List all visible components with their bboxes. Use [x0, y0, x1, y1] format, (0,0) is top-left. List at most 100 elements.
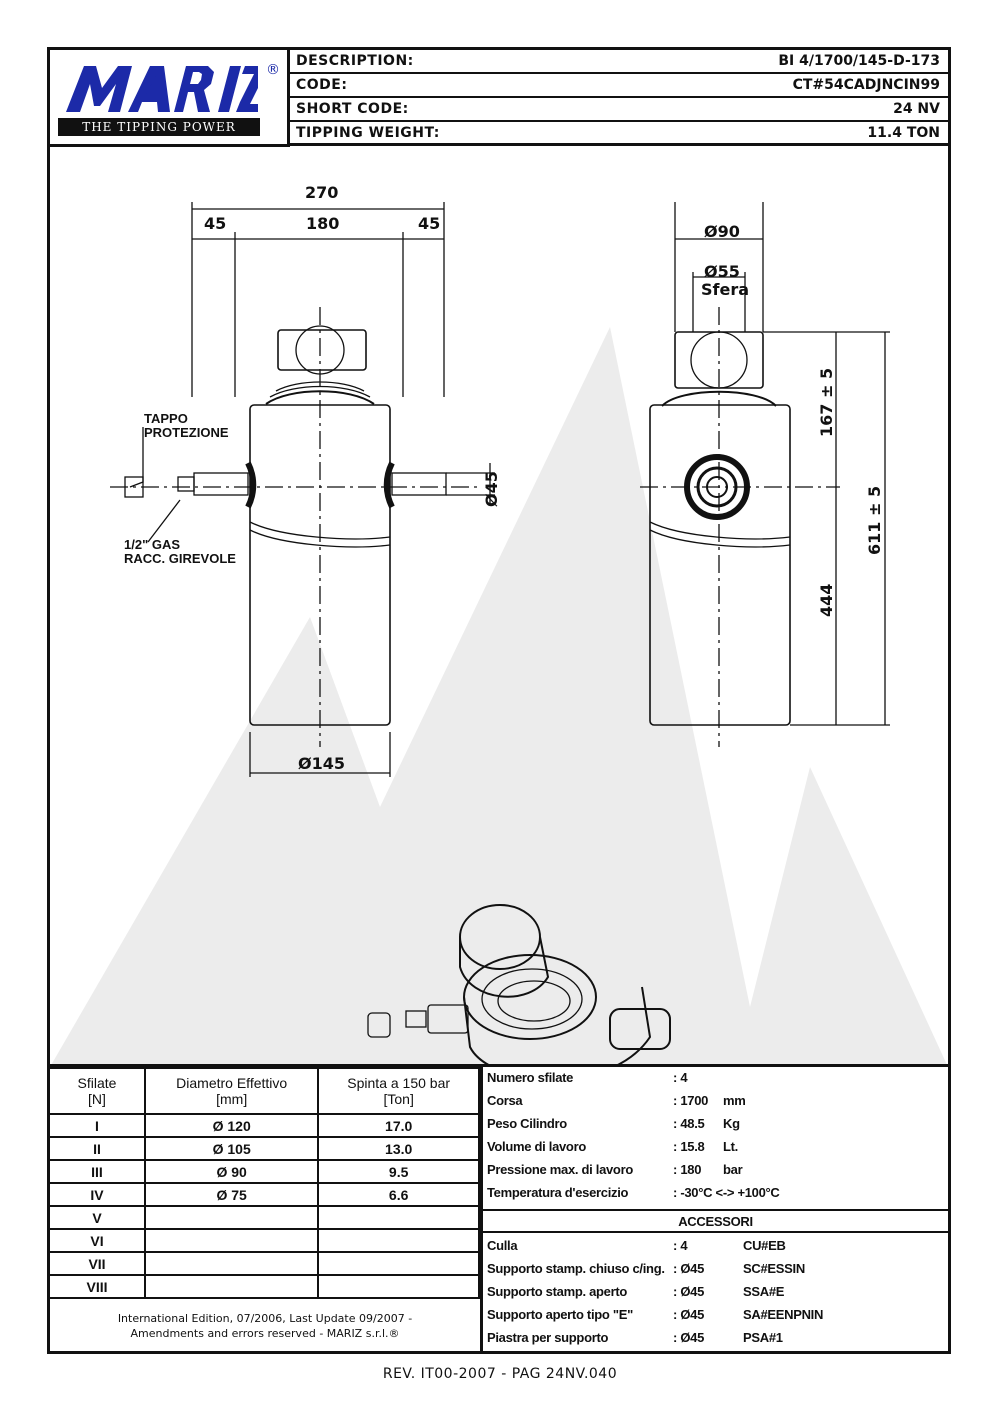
stage-diameter: Ø 105 [143, 1136, 320, 1161]
dim-height-top: 167 ± 5 [817, 368, 836, 437]
dim-right: 45 [418, 214, 440, 233]
dim-width-total: 270 [305, 183, 338, 202]
dim-height-body: 444 [817, 584, 836, 617]
label-gas-2: RACC. GIREVOLE [124, 551, 236, 566]
accessory-key: Supporto aperto tipo "E" [487, 1307, 633, 1322]
label-gas-1: 1/2" GAS [124, 537, 180, 552]
footer-revision: REV. IT00-2007 - PAG 24NV.040 [382, 1366, 618, 1382]
stage-thrust [317, 1251, 480, 1276]
dim-ball-diameter: Ø55 [704, 262, 740, 281]
logo-box: ® THE TIPPING POWER [50, 50, 290, 147]
title-block: DESCRIPTION: BI 4/1700/145-D-173 CODE: C… [290, 50, 948, 147]
spec-key: Peso Cilindro [487, 1116, 567, 1131]
logo-tagline: THE TIPPING POWER [58, 118, 260, 136]
stage-diameter [143, 1228, 320, 1253]
dim-height-total: 611 ± 5 [865, 486, 884, 555]
accessory-row: Culla : 4 CU#EB [483, 1235, 948, 1257]
spec-row: Temperatura d'esercizio : -30°C <-> +100°… [483, 1182, 948, 1204]
watermark-m [50, 327, 948, 1067]
drawing-canvas: 270 45 180 45 Ø145 Ø45 TAPPO PROTEZIONE … [50, 183, 948, 1067]
code-value: CT#54CADJNCIN99 [792, 77, 940, 93]
label-tappo-1: TAPPO [144, 411, 188, 426]
spec-key: Pressione max. di lavoro [487, 1162, 633, 1177]
accessory-row: Supporto aperto tipo "E" : Ø45 SA#EENPNIN [483, 1304, 948, 1326]
spec-value: : 48.5 [673, 1116, 705, 1131]
stage-number: VII [50, 1251, 146, 1276]
accessory-code: SSA#E [743, 1284, 785, 1299]
drawing-sheet: ® THE TIPPING POWER DESCRIPTION: BI 4/17… [47, 47, 951, 1354]
accessory-value: : Ø45 [673, 1284, 705, 1299]
stage-thrust: 17.0 [317, 1113, 480, 1138]
stage-diameter [143, 1205, 320, 1230]
stage-number: V [50, 1205, 146, 1230]
tipping-weight-row: TIPPING WEIGHT: 11.4 TON [290, 122, 948, 146]
accessories-title: ACCESSORI [483, 1209, 948, 1233]
stage-number: II [50, 1136, 146, 1161]
accessory-value: : Ø45 [673, 1330, 705, 1345]
code-label: CODE: [296, 77, 348, 93]
table-row: VI [50, 1228, 480, 1253]
accessory-key: Culla [487, 1238, 518, 1253]
spec-key: Numero sfilate [487, 1070, 574, 1085]
label-tappo-2: PROTEZIONE [144, 425, 229, 440]
stage-thrust [317, 1274, 480, 1299]
spec-unit: Kg [723, 1116, 740, 1131]
stage-thrust: 13.0 [317, 1136, 480, 1161]
table-row: VIII [50, 1274, 480, 1299]
edition-line-2: Amendments and errors reserved - MARIZ s… [130, 1327, 400, 1340]
dim-pin-diameter: Ø45 [482, 471, 501, 507]
table-row: V [50, 1205, 480, 1230]
description-label: DESCRIPTION: [296, 53, 414, 69]
technical-drawing: 270 45 180 45 Ø145 Ø45 TAPPO PROTEZIONE … [50, 147, 948, 1067]
stage-diameter: Ø 90 [143, 1159, 320, 1184]
spec-row: Numero sfilate : 4 [483, 1067, 948, 1089]
dim-front-diameter: Ø145 [298, 754, 345, 773]
accessory-value: : 4 [673, 1238, 688, 1253]
spec-key: Volume di lavoro [487, 1139, 586, 1154]
col-sfilate: Sfilate [N] [50, 1067, 146, 1115]
spec-value: : -30°C <-> +100°C [673, 1185, 780, 1200]
stage-number: IV [50, 1182, 146, 1207]
accessory-value: : Ø45 [673, 1261, 705, 1276]
stage-number: VIII [50, 1274, 146, 1299]
code-row: CODE: CT#54CADJNCIN99 [290, 74, 948, 98]
short-code-row: SHORT CODE: 24 NV [290, 98, 948, 122]
tipping-weight-label: TIPPING WEIGHT: [296, 125, 440, 141]
accessory-value: : Ø45 [673, 1307, 705, 1322]
description-value: BI 4/1700/145-D-173 [778, 53, 940, 69]
stage-thrust: 6.6 [317, 1182, 480, 1207]
spec-value: : 180 [673, 1162, 702, 1177]
spec-unit: bar [723, 1162, 743, 1177]
tipping-weight-value: 11.4 TON [867, 125, 940, 141]
stage-thrust: 9.5 [317, 1159, 480, 1184]
spec-row: Peso Cilindro : 48.5 Kg [483, 1113, 948, 1135]
spec-unit: Lt. [723, 1139, 738, 1154]
spec-key: Temperatura d'esercizio [487, 1185, 629, 1200]
spec-value: : 4 [673, 1070, 688, 1085]
description-row: DESCRIPTION: BI 4/1700/145-D-173 [290, 50, 948, 74]
accessory-code: CU#EB [743, 1238, 786, 1253]
accessory-key: Supporto stamp. chiuso c/ing. [487, 1261, 665, 1276]
accessory-row: Supporto stamp. chiuso c/ing. : Ø45 SC#ESS… [483, 1258, 948, 1280]
dim-side-diameter-top: Ø90 [704, 222, 740, 241]
accessory-code: SC#ESSIN [743, 1261, 805, 1276]
registered-mark: ® [266, 62, 280, 78]
mariz-logo [66, 66, 258, 112]
accessory-key: Supporto stamp. aperto [487, 1284, 628, 1299]
spec-value: : 1700 [673, 1093, 709, 1108]
stage-thrust [317, 1228, 480, 1253]
accessory-code: SA#EENPNIN [743, 1307, 824, 1322]
table-row: VII [50, 1251, 480, 1276]
data-area: Sfilate [N] Diametro Effettivo [mm] Spin… [50, 1064, 948, 1351]
dim-middle: 180 [306, 214, 339, 233]
stage-diameter [143, 1274, 320, 1299]
spec-key: Corsa [487, 1093, 523, 1108]
